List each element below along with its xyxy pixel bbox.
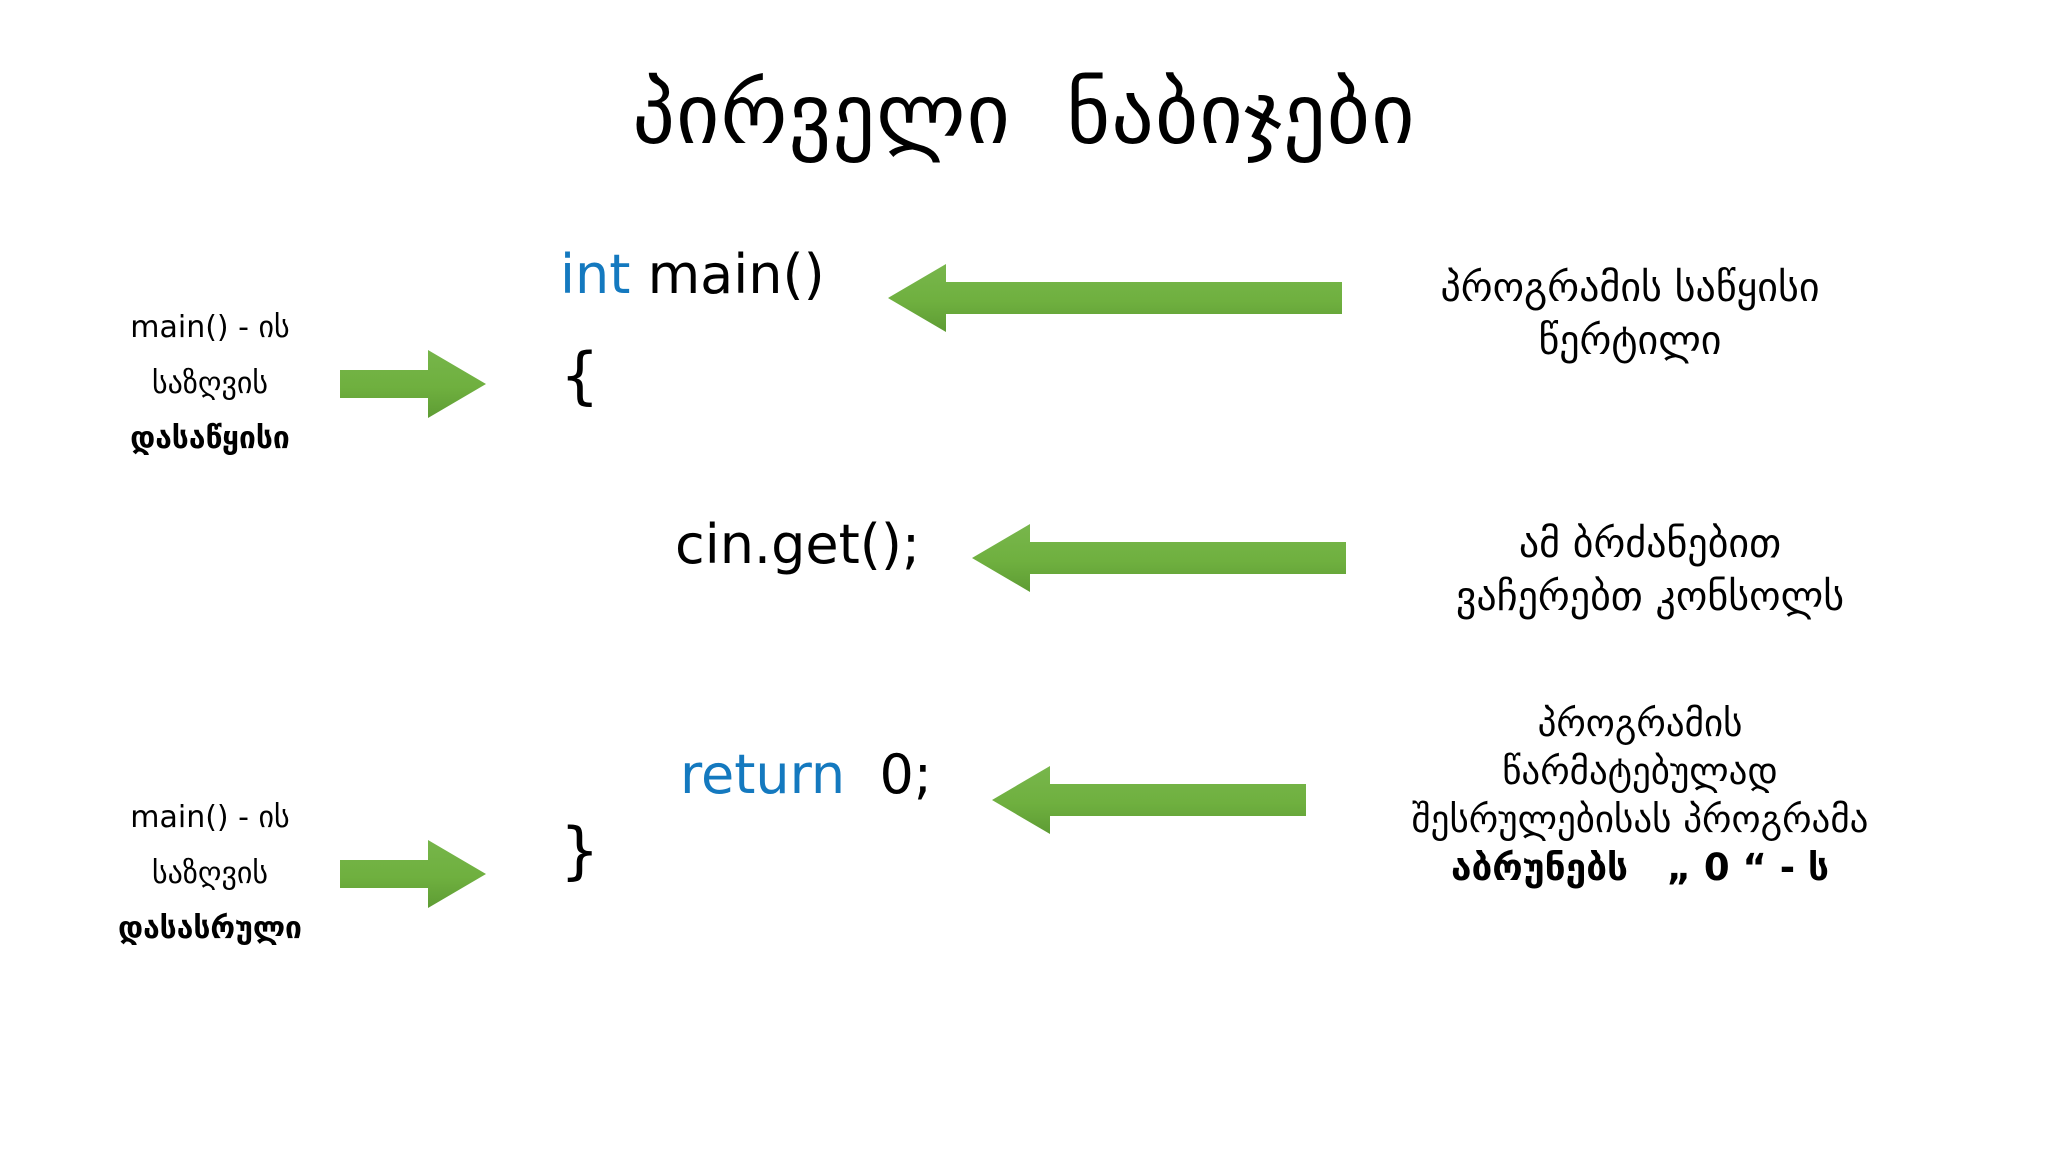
annotation-line: პროგრამის	[1537, 702, 1743, 745]
annotation-line: ამ ბრძანებით	[1518, 521, 1782, 567]
annotation-line: შესრულებისას პროგრამა	[1411, 798, 1869, 842]
code-close-brace: }	[560, 814, 600, 887]
arrow-to-main-icon	[888, 264, 1344, 332]
annotation-main-scope-end: main() - ის საზღვის დასასრული	[60, 790, 360, 957]
annotation-main-scope-start: main() - ის საზღვის დასაწყისი	[60, 300, 360, 467]
annotation-line: წარმატებულად	[1502, 750, 1778, 794]
annotation-line: main() - ის	[130, 800, 290, 835]
code-text-main: main()	[647, 243, 825, 306]
annotation-line: main() - ის	[130, 310, 290, 345]
code-keyword-return: return	[680, 743, 846, 806]
annotation-line: ვაჩერებთ კონსოლს	[1455, 573, 1845, 620]
annotation-line: საზღვის	[151, 855, 269, 891]
code-line-return: return 0;	[680, 748, 932, 802]
arrow-to-close-brace-icon	[340, 838, 488, 910]
annotation-line: პროგრამის საწყისი	[1440, 265, 1820, 311]
code-line-cin-get: cin.get();	[675, 513, 921, 576]
annotation-line: აბრუნებს „ 0 “ - ს	[1450, 846, 1830, 890]
annotation-return-zero: პროგრამის წარმატებულად შესრულებისას პროგ…	[1360, 700, 1920, 892]
arrow-to-cin-icon	[972, 524, 1348, 592]
code-text-zero: 0;	[845, 743, 933, 806]
annotation-line: წერტილი	[1538, 317, 1722, 364]
code-keyword-int: int	[560, 243, 648, 306]
arrow-to-open-brace-icon	[340, 348, 488, 420]
annotation-program-entry-point: პროგრამის საწყისი წერტილი	[1360, 262, 1900, 368]
code-line-main: int main()	[560, 248, 825, 302]
page-title: პირველი ნაბიჯები	[632, 65, 1416, 163]
annotation-line: დასასრული	[118, 911, 302, 946]
code-open-brace: {	[560, 339, 600, 412]
annotation-line: დასაწყისი	[130, 421, 290, 456]
annotation-line: საზღვის	[151, 365, 269, 401]
annotation-console-pause: ამ ბრძანებით ვაჩერებთ კონსოლს	[1380, 518, 1920, 624]
arrow-to-return-icon	[992, 766, 1308, 834]
